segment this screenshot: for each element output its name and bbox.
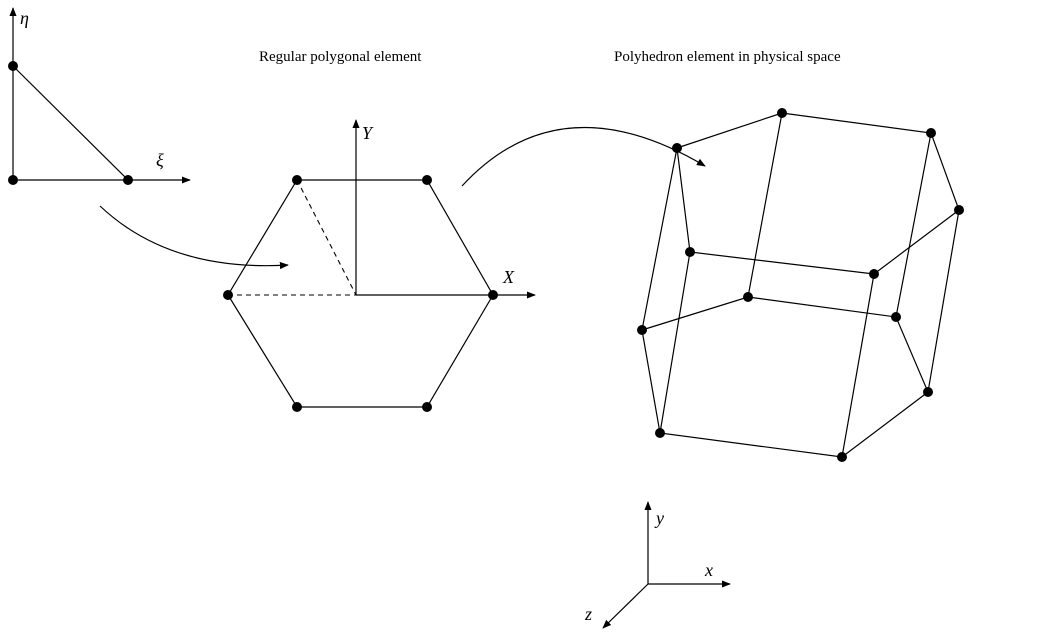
hexagon-node xyxy=(292,175,302,185)
polygon-caption: Regular polygonal element xyxy=(259,49,422,65)
polyhedron-node xyxy=(672,143,682,153)
polyhedron-node xyxy=(655,428,665,438)
X-label: X xyxy=(502,267,515,287)
polyhedron-node xyxy=(637,325,647,335)
hexagon-node xyxy=(422,175,432,185)
triangle-node xyxy=(8,61,18,71)
reference-triangle: η ξ xyxy=(8,7,191,185)
polyhedron-edge xyxy=(659,251,691,434)
physical-axes: y x z xyxy=(584,501,731,629)
y-label: y xyxy=(654,508,664,528)
polyhedron-node xyxy=(954,205,964,215)
polyhedron-edge xyxy=(841,273,875,458)
polyhedron-edge xyxy=(641,147,678,331)
polyhedron-node xyxy=(891,312,901,322)
z-axis xyxy=(602,583,649,629)
hexagon-element: Y X xyxy=(223,119,536,412)
Y-label: Y xyxy=(362,123,374,143)
dashed-line xyxy=(296,179,357,296)
polyhedron-node xyxy=(869,269,879,279)
polyhedron-element xyxy=(637,108,964,462)
xi-label: ξ xyxy=(156,150,164,170)
polyhedron-node xyxy=(837,452,847,462)
hexagon-outline xyxy=(227,179,494,408)
eta-label: η xyxy=(20,8,29,28)
polyhedron-edge xyxy=(747,112,783,298)
triangle-node xyxy=(123,175,133,185)
polyhedron-bottom-face xyxy=(641,296,929,458)
polyhedron-node xyxy=(923,387,933,397)
x-label: x xyxy=(704,560,713,580)
polyhedron-edge xyxy=(895,132,932,318)
mapping-arrow-1 xyxy=(99,205,289,270)
triangle-hypotenuse xyxy=(12,65,129,181)
triangle-node xyxy=(8,175,18,185)
hexagon-node xyxy=(292,402,302,412)
polyhedron-node xyxy=(926,128,936,138)
polyhedron-caption: Polyhedron element in physical space xyxy=(614,49,841,65)
hexagon-node xyxy=(488,290,498,300)
z-label: z xyxy=(584,604,592,624)
polyhedron-top-face xyxy=(676,112,960,275)
hexagon-node xyxy=(422,402,432,412)
polyhedron-node xyxy=(743,292,753,302)
mapping-arrow-2 xyxy=(461,126,706,187)
polyhedron-node xyxy=(685,247,695,257)
hexagon-node xyxy=(223,290,233,300)
polyhedron-node xyxy=(777,108,787,118)
polyhedron-edge xyxy=(927,209,960,393)
